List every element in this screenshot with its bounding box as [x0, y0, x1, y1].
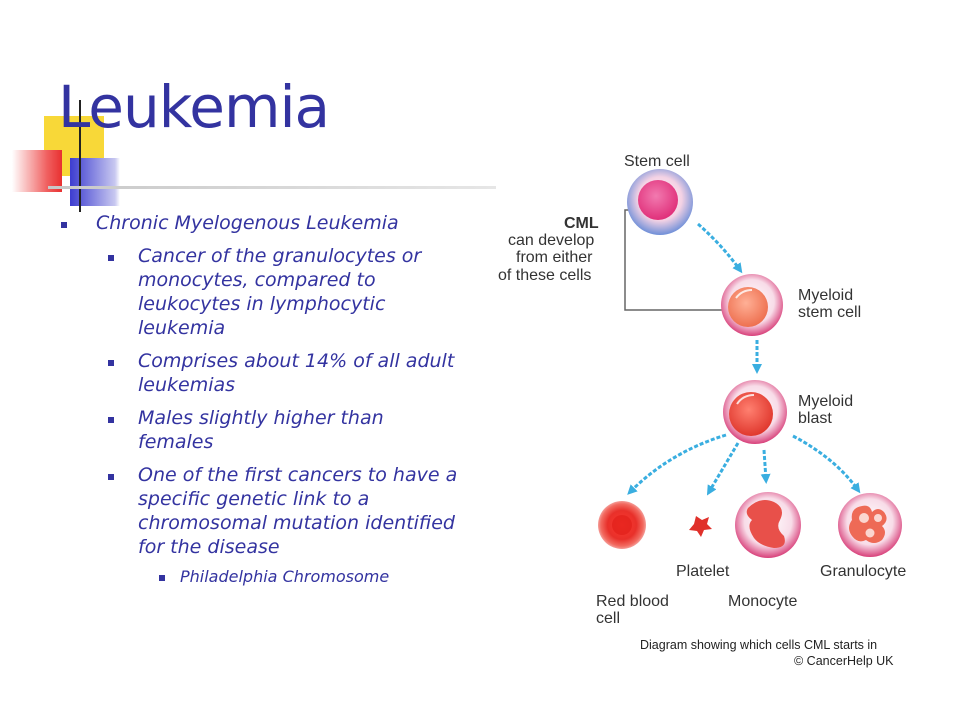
bullet-main: Chronic Myelogenous Leukemia [56, 211, 476, 235]
bullet-marker [108, 360, 114, 366]
label-cml-line-2: from either [516, 249, 593, 266]
granulocyte-icon [838, 493, 902, 557]
bullet-sub-text: Cancer of the granulocytes or monocytes,… [138, 245, 422, 339]
title-underline [48, 186, 496, 189]
label-myeloid-blast-line-2: blast [798, 410, 832, 427]
label-platelet: Platelet [676, 563, 730, 580]
arrow-blast-to-platelet [706, 442, 740, 496]
bullet-sub-text: Comprises about 14% of all adult leukemi… [138, 350, 455, 396]
bullet-subsub-text: Philadelphia Chromosome [180, 567, 390, 586]
arrow-blast-to-monocyte [760, 449, 771, 484]
decor-red-square [12, 150, 62, 192]
arrow-stem-to-myeloid [697, 222, 743, 274]
page-title: Leukemia [58, 73, 330, 141]
bullet-sub-1: Cancer of the granulocytes or monocytes,… [56, 244, 460, 340]
cml-bracket [624, 209, 725, 311]
myeloid-blast-icon [723, 380, 787, 444]
label-red-blood-line-1: Red blood [596, 593, 669, 610]
diagram-credit: © CancerHelp UK [794, 654, 894, 668]
bullet-sub-2: Comprises about 14% of all adult leukemi… [56, 349, 460, 397]
bullet-subsub: Philadelphia Chromosome [56, 567, 476, 587]
bullet-marker [108, 417, 114, 423]
diagram-caption: Diagram showing which cells CML starts i… [640, 638, 877, 652]
bullet-sub-3: Males slightly higher than females [56, 406, 460, 454]
myeloid-stem-cell-icon [721, 274, 783, 336]
label-cml-line-1: can develop [508, 232, 594, 249]
label-myeloid-stem-line-2: stem cell [798, 304, 861, 321]
bullet-main-text: Chronic Myelogenous Leukemia [96, 212, 399, 234]
bullet-marker [108, 255, 114, 261]
label-cml-title: CML [564, 215, 599, 232]
label-granulocyte: Granulocyte [820, 563, 906, 580]
bullet-marker [61, 222, 67, 228]
label-stem-cell: Stem cell [624, 153, 690, 170]
decor-vertical-line [79, 100, 81, 212]
decor-blue-square [70, 158, 120, 206]
cml-cell-diagram: Stem cell CML can develop from either of… [498, 153, 906, 668]
platelet-icon [689, 516, 712, 537]
stem-cell-icon [627, 169, 693, 235]
label-myeloid-stem-line-1: Myeloid [798, 287, 853, 304]
label-cml-line-3: of these cells [498, 267, 591, 284]
arrow-blast-to-granulocyte [792, 434, 861, 494]
bullet-sub-4: One of the first cancers to have a speci… [56, 463, 460, 559]
bullet-sub-text: One of the first cancers to have a speci… [138, 464, 458, 558]
bullet-marker [159, 575, 165, 581]
label-monocyte: Monocyte [728, 593, 797, 610]
arrow-blast-to-rbc [627, 433, 727, 495]
label-red-blood-line-2: cell [596, 610, 620, 627]
bullet-marker [108, 474, 114, 480]
monocyte-icon [735, 492, 801, 558]
label-myeloid-blast-line-1: Myeloid [798, 393, 853, 410]
bullet-sub-text: Males slightly higher than females [138, 407, 384, 453]
red-blood-cell-icon [598, 501, 646, 549]
bullet-list: Chronic Myelogenous Leukemia Cancer of t… [56, 211, 476, 587]
